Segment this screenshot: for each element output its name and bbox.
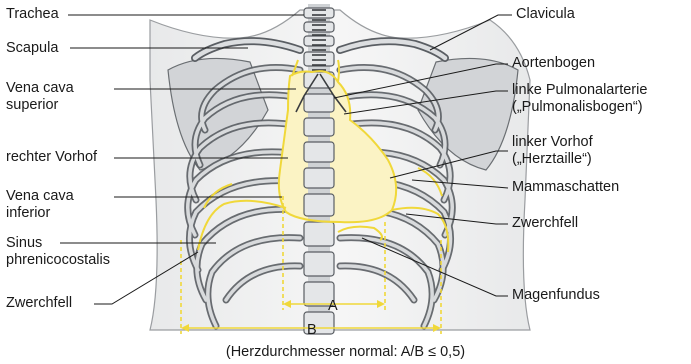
label-zwerchfell-left: Zwerchfell: [6, 295, 72, 312]
label-sinus-phrenicocostalis: Sinus phrenicocostalis: [6, 235, 110, 269]
label-sinus-line2: phrenicocostalis: [6, 252, 110, 268]
label-sinus-line1: Sinus: [6, 235, 42, 251]
label-vena-cava-inferior-line1: Vena cava: [6, 188, 74, 204]
label-scapula: Scapula: [6, 40, 58, 57]
spine: [304, 4, 334, 334]
dimension-b-label: B: [307, 322, 317, 338]
label-vena-cava-superior-line1: Vena cava: [6, 80, 74, 96]
caption: (Herzdurchmesser normal: A/B ≤ 0,5): [0, 344, 691, 360]
label-magenfundus: Magenfundus: [512, 287, 600, 304]
label-linker-vorhof: linker Vorhof („Herztaille“): [512, 134, 593, 168]
label-rechter-vorhof: rechter Vorhof: [6, 149, 97, 166]
label-linker-vorhof-line1: linker Vorhof: [512, 134, 593, 150]
label-vena-cava-superior: Vena cava superior: [6, 80, 74, 114]
label-vena-cava-superior-line2: superior: [6, 97, 58, 113]
label-linker-vorhof-line2: („Herztaille“): [512, 151, 592, 167]
label-pulmonalarterie-line1: linke Pulmonalarterie: [512, 82, 647, 98]
label-pulmonalarterie-line2: („Pulmonalisbogen“): [512, 99, 643, 115]
label-zwerchfell-right: Zwerchfell: [512, 215, 578, 232]
label-vena-cava-inferior-line2: inferior: [6, 205, 50, 221]
label-aortenbogen: Aortenbogen: [512, 55, 595, 72]
dimension-a-label: A: [328, 298, 338, 314]
label-vena-cava-inferior: Vena cava inferior: [6, 188, 74, 222]
label-clavicula: Clavicula: [516, 6, 575, 23]
label-mammaschatten: Mammaschatten: [512, 179, 619, 196]
label-linke-pulmonalarterie: linke Pulmonalarterie („Pulmonalisbogen“…: [512, 82, 647, 116]
label-trachea: Trachea: [6, 6, 59, 23]
